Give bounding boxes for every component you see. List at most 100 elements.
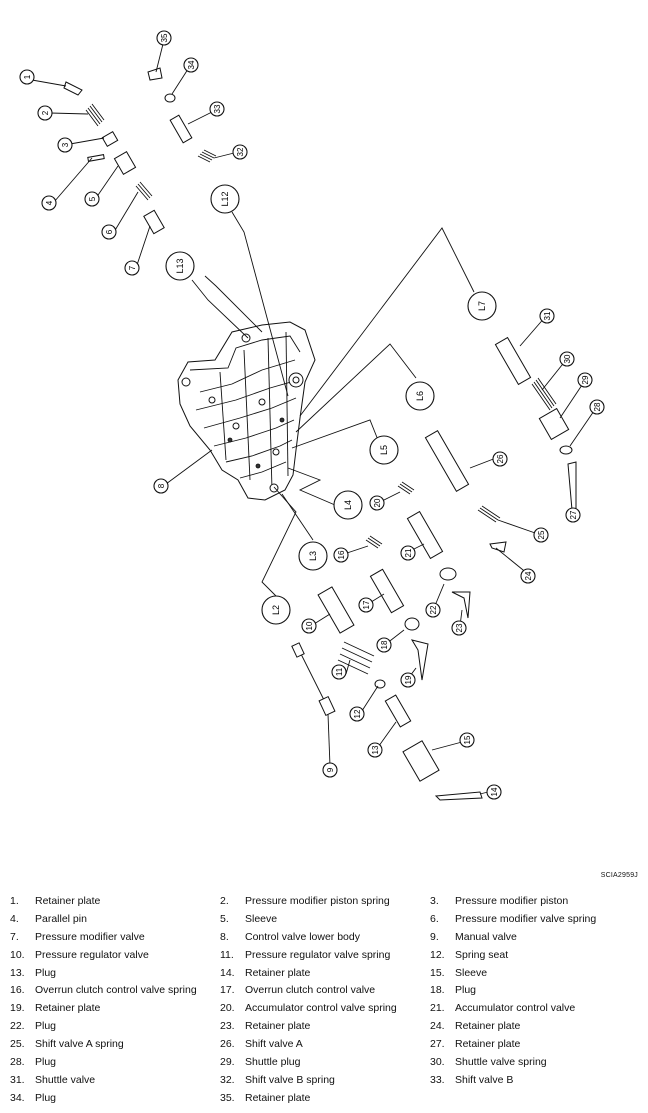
legend-item-name: Parallel pin xyxy=(35,912,87,925)
location-label-l7: L7 xyxy=(477,301,487,311)
legend-item-number xyxy=(430,1091,455,1109)
legend-item-name: Control valve lower body xyxy=(245,930,360,943)
location-callout-l6: L6 xyxy=(405,381,435,411)
callout-label-11: 11 xyxy=(335,667,344,676)
callout-label-32: 32 xyxy=(236,147,245,156)
legend-item-number: 32. xyxy=(220,1073,235,1086)
legend-item-number: 23. xyxy=(220,1020,235,1033)
legend-item-number: 14. xyxy=(220,966,235,979)
legend-item-name: Shift valve B spring xyxy=(245,1073,335,1086)
legend-item-name: Retainer plate xyxy=(455,1020,521,1033)
legend-item-number: 34. xyxy=(10,1091,25,1104)
legend-item-name: Retainer plate xyxy=(455,1038,521,1051)
legend-item: 19.Retainer plate xyxy=(10,1001,220,1019)
legend-item-number: 17. xyxy=(220,984,235,997)
legend-item-name: Overrun clutch control valve spring xyxy=(35,984,197,997)
legend-item-name: Sleeve xyxy=(245,912,278,925)
legend-item-name: Retainer plate xyxy=(245,966,311,979)
callout-label-5: 5 xyxy=(88,196,97,201)
callout-11: 11 xyxy=(331,664,347,680)
callout-label-27: 27 xyxy=(569,510,578,519)
location-callout-l7: L7 xyxy=(467,291,497,321)
callout-29: 29 xyxy=(577,372,593,388)
legend-item-name: Pressure modifier piston spring xyxy=(245,895,390,907)
callout-label-8: 8 xyxy=(157,483,166,488)
legend-item: 16.Overrun clutch control valve spring xyxy=(10,983,220,1001)
legend-item: 10.Pressure regulator valve xyxy=(10,948,220,966)
legend-item-number: 5. xyxy=(220,912,229,925)
callout-label-10: 10 xyxy=(305,621,314,630)
legend-item-number: 1. xyxy=(10,895,19,907)
callout-1: 1 xyxy=(19,69,35,85)
callout-5: 5 xyxy=(84,191,100,207)
callout-6: 6 xyxy=(101,224,117,240)
callout-32: 32 xyxy=(232,144,248,160)
legend-item-number: 11. xyxy=(220,948,234,961)
legend-item: 34.Plug xyxy=(10,1091,220,1109)
callout-15: 15 xyxy=(459,732,475,748)
legend-item: 9.Manual valve xyxy=(430,930,640,948)
legend-item: 35.Retainer plate xyxy=(220,1091,430,1109)
legend-item: 24. Retainer plate xyxy=(430,1019,640,1037)
legend-item-name: Retainer plate xyxy=(35,895,101,907)
callout-28: 28 xyxy=(589,399,605,415)
legend-item-name: Shift valve A xyxy=(245,1038,303,1051)
legend-item: 29.Shuttle plug xyxy=(220,1055,430,1073)
location-callout-l13: L13 xyxy=(165,251,195,281)
callout-7: 7 xyxy=(124,260,140,276)
location-label-l3: L3 xyxy=(308,551,318,561)
callout-label-14: 14 xyxy=(490,787,499,796)
legend-item-number: 24. xyxy=(430,1020,445,1033)
parts-drawing xyxy=(63,67,577,801)
legend-item-number: 28. xyxy=(10,1056,25,1069)
callout-label-24: 24 xyxy=(524,571,533,580)
callout-label-35: 35 xyxy=(160,33,169,42)
legend-item: 30.Shuttle valve spring xyxy=(430,1055,640,1073)
legend-item-number: 27. xyxy=(430,1038,445,1051)
valve-body-drawing xyxy=(177,321,316,501)
callout-27: 27 xyxy=(565,507,581,523)
legend-item-number: 12. xyxy=(430,948,445,961)
callout-label-2: 2 xyxy=(41,110,50,115)
legend-item: 1. Retainer plate xyxy=(10,894,220,912)
legend-item: 22.Plug xyxy=(10,1019,220,1037)
callout-20: 20 xyxy=(369,495,385,511)
callout-16: 16 xyxy=(333,547,349,563)
callout-label-23: 23 xyxy=(455,623,464,632)
location-label-l2: L2 xyxy=(271,605,281,615)
callout-label-7: 7 xyxy=(128,265,137,270)
legend-item-name: Accumulator control valve xyxy=(455,1002,576,1015)
legend-item-number: 13. xyxy=(10,966,25,979)
callout-33: 33 xyxy=(209,101,225,117)
location-callout-l4: L4 xyxy=(333,490,363,520)
exploded-view-diagram: L2 L3 L4 L5 L6 L7 L12 L13 1 2 3 4 5 6 7 … xyxy=(19,30,605,801)
legend-item-name: Overrun clutch control valve xyxy=(245,984,376,997)
location-callout-l2: L2 xyxy=(261,595,291,625)
legend-item: 5. Sleeve xyxy=(220,912,430,930)
callout-10: 10 xyxy=(301,618,317,634)
legend-item-name: Shift valve B xyxy=(455,1073,514,1086)
legend-item-number: 31. xyxy=(10,1073,25,1086)
legend-item: 13. Plug xyxy=(10,966,220,984)
location-label-l4: L4 xyxy=(343,500,353,510)
legend-item: 7.Pressure modifier valve xyxy=(10,930,220,948)
location-label-l5: L5 xyxy=(379,445,389,455)
callout-24: 24 xyxy=(520,568,536,584)
legend-item-name: Plug xyxy=(35,966,57,979)
legend-item-name: Retainer plate xyxy=(245,1091,311,1104)
callout-23: 23 xyxy=(451,620,467,636)
legend-item: 15.Sleeve xyxy=(430,966,640,984)
callout-25: 25 xyxy=(533,527,549,543)
callout-14: 14 xyxy=(486,784,502,800)
legend-item-name: Shift valve A spring xyxy=(35,1038,124,1051)
callout-label-33: 33 xyxy=(213,104,222,113)
callout-label-4: 4 xyxy=(45,200,54,205)
legend-item-number: 26. xyxy=(220,1038,235,1051)
callout-label-13: 13 xyxy=(371,745,380,754)
legend-item-name: Plug xyxy=(35,1020,57,1033)
legend-item-number: 3. xyxy=(430,895,439,907)
